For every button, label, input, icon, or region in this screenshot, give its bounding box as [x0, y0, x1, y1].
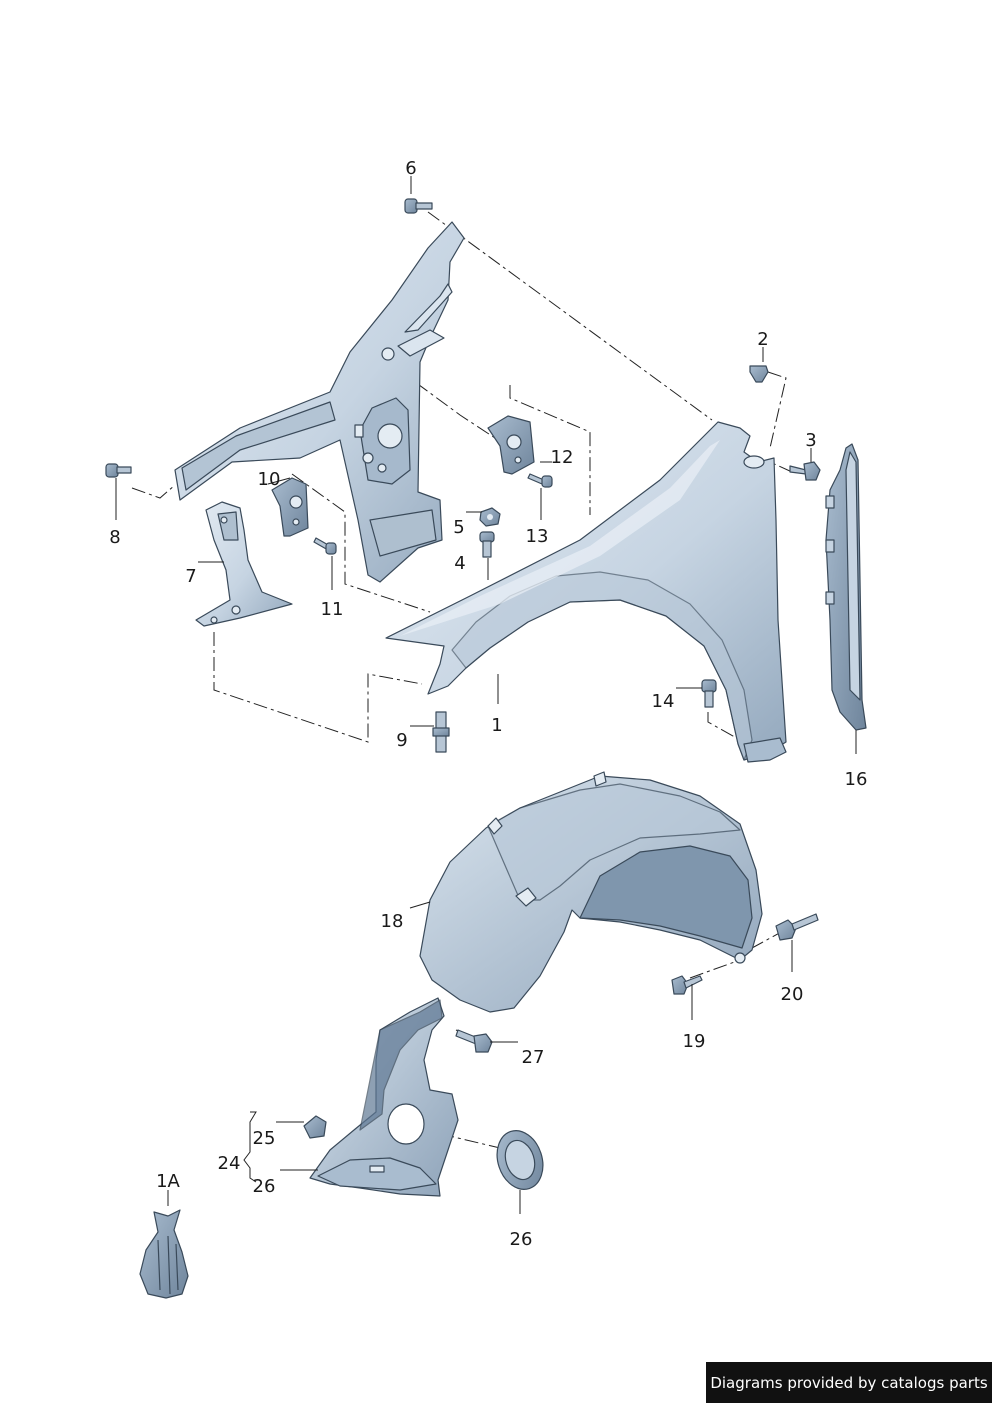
bolt-4	[479, 531, 495, 558]
screw-20	[775, 913, 819, 941]
clip-2	[749, 365, 769, 383]
screw-11	[313, 537, 337, 555]
bolt-6	[404, 198, 433, 214]
callout-10: 10	[258, 469, 281, 490]
clip-bracket-12	[487, 415, 535, 475]
callout-6: 6	[405, 158, 416, 179]
lower-liner-24	[309, 997, 459, 1197]
nut-clip-25	[303, 1115, 327, 1139]
callout-16: 16	[845, 769, 868, 790]
callout-8: 8	[109, 527, 120, 548]
stud-9	[432, 711, 450, 753]
callout-5: 5	[453, 517, 464, 538]
screw-13	[527, 473, 553, 488]
callout-20: 20	[781, 984, 804, 1005]
screw-27	[455, 1029, 493, 1053]
bolt-14	[701, 679, 717, 708]
callout-2: 2	[757, 329, 768, 350]
callout-3: 3	[805, 430, 816, 451]
bolt-8	[105, 463, 132, 478]
clip-bracket-10	[271, 477, 309, 537]
assembly-lines	[131, 211, 793, 1149]
callout-13: 13	[526, 526, 549, 547]
credit-badge: Diagrams provided by catalogs parts	[706, 1362, 992, 1403]
callout-9: 9	[396, 730, 407, 751]
screw-3	[789, 461, 821, 481]
callout-26-right: 26	[510, 1229, 533, 1250]
callout-24: 24	[218, 1153, 241, 1174]
callout-4: 4	[454, 553, 465, 574]
wheel-housing-liner-18	[419, 771, 763, 1013]
callout-19: 19	[683, 1031, 706, 1052]
support-bracket-7	[195, 501, 293, 627]
round-cover-26	[496, 1130, 544, 1190]
fender-bracket-panel	[174, 221, 465, 583]
callout-1: 1	[491, 715, 502, 736]
callout-1a: 1A	[156, 1171, 180, 1192]
seal-strip-16	[825, 443, 867, 731]
callout-12: 12	[551, 447, 574, 468]
front-fender-1	[385, 421, 787, 763]
callout-27: 27	[522, 1047, 545, 1068]
callout-11: 11	[321, 599, 344, 620]
callout-25: 25	[253, 1128, 276, 1149]
nut-5	[479, 507, 501, 527]
callout-26-left: 26	[253, 1176, 276, 1197]
leader-lines	[115, 176, 857, 1214]
touch-up-bag-1a	[139, 1209, 189, 1299]
callout-7: 7	[185, 566, 196, 587]
callout-14: 14	[652, 691, 675, 712]
screw-19	[671, 975, 703, 995]
callout-labels: 6 2 3 12 10 8 5 13 4 7 11 14 1 9 16 18 2…	[109, 158, 867, 1250]
callout-18: 18	[381, 911, 404, 932]
